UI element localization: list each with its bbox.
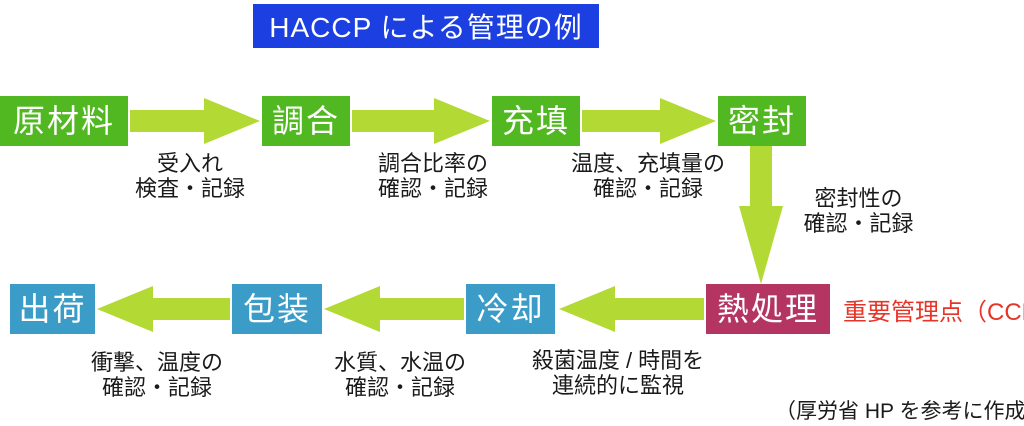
arrow-head-icon xyxy=(559,286,615,332)
arrow-heat-to-cooling xyxy=(559,286,704,332)
diagram-title: HACCP による管理の例 xyxy=(253,4,599,48)
arrow-head-icon xyxy=(324,286,380,332)
step-mixing: 調合 xyxy=(262,96,350,146)
arrow-head-icon xyxy=(204,98,260,144)
source-credit: （厚労省 HP を参考に作成） xyxy=(775,400,1024,423)
ccp-label: 重要管理点（CCP） xyxy=(843,299,1024,326)
arrow-shaft xyxy=(130,110,210,132)
step-heat-treatment: 熱処理 xyxy=(706,284,830,334)
arrow-head-icon xyxy=(434,98,490,144)
note-mixing-ratio: 調合比率の 確認・記録 xyxy=(377,151,488,201)
note-sterilization-monitoring: 殺菌温度 / 時間を 連続的に監視 xyxy=(531,348,705,398)
step-shipping: 出荷 xyxy=(10,284,95,334)
arrow-head-icon xyxy=(660,98,716,144)
note-seal-integrity: 密封性の 確認・記録 xyxy=(803,186,914,236)
step-packaging: 包装 xyxy=(232,284,322,334)
note-temp-fill-amount: 温度、充填量の 確認・記録 xyxy=(570,151,725,201)
arrow-sealing-to-heat xyxy=(739,146,783,284)
note-water-quality: 水質、水温の 確認・記録 xyxy=(333,350,466,400)
note-receiving-inspection: 受入れ 検査・記録 xyxy=(134,151,245,201)
arrow-filling-to-sealing xyxy=(582,98,716,144)
arrow-shaft xyxy=(582,110,666,132)
arrow-shaft xyxy=(374,298,464,320)
step-cooling: 冷却 xyxy=(466,284,555,334)
note-impact-temperature: 衝撃、温度の 確認・記録 xyxy=(90,350,223,400)
step-filling: 充填 xyxy=(492,96,580,146)
arrow-packaging-to-shipping xyxy=(97,286,230,332)
arrow-mixing-to-filling xyxy=(352,98,490,144)
arrow-shaft xyxy=(750,146,772,208)
arrow-shaft xyxy=(147,298,230,320)
step-raw-materials: 原材料 xyxy=(0,96,128,146)
arrow-head-icon xyxy=(97,286,153,332)
arrow-shaft xyxy=(352,110,440,132)
step-sealing: 密封 xyxy=(718,96,806,146)
arrow-raw-to-mixing xyxy=(130,98,260,144)
arrow-cooling-to-packaging xyxy=(324,286,464,332)
arrow-shaft xyxy=(609,298,704,320)
arrow-head-icon xyxy=(739,206,783,284)
